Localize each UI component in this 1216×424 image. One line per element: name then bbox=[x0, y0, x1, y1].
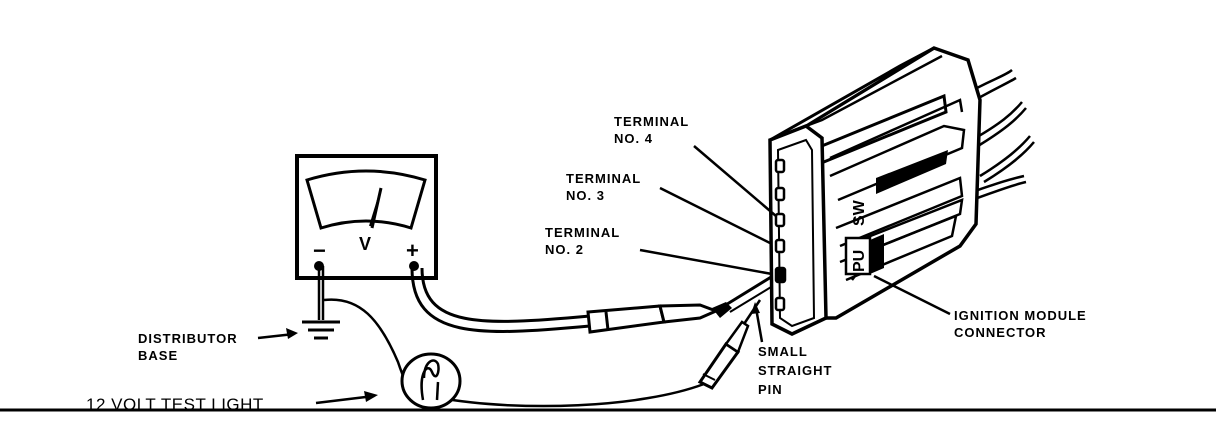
svg-text:SMALL: SMALL bbox=[758, 344, 808, 359]
meter-minus-sign: − bbox=[313, 238, 326, 263]
label-terminal-4: TERMINAL NO. 4 bbox=[614, 114, 777, 217]
svg-text:BASE: BASE bbox=[138, 348, 178, 363]
label-small-straight-pin: SMALL STRAIGHT PIN bbox=[751, 302, 832, 397]
leader-terminal-4 bbox=[693, 145, 777, 217]
label-ignition-module-connector: IGNITION MODULE CONNECTOR bbox=[873, 274, 1087, 340]
ground-lead bbox=[302, 266, 340, 340]
svg-text:NO. 3: NO. 3 bbox=[566, 188, 605, 203]
straight-pin bbox=[723, 272, 777, 308]
leader-small-straight-pin bbox=[754, 307, 764, 343]
svg-text:NO. 4: NO. 4 bbox=[614, 131, 653, 146]
meter-probe bbox=[586, 302, 732, 334]
svg-text:IGNITION MODULE: IGNITION MODULE bbox=[954, 308, 1087, 323]
svg-text:TERMINAL: TERMINAL bbox=[566, 171, 641, 186]
test-light-lamp bbox=[400, 352, 462, 410]
svg-text:TERMINAL: TERMINAL bbox=[614, 114, 689, 129]
svg-text:12 VOLT TEST LIGHT: 12 VOLT TEST LIGHT bbox=[86, 395, 264, 414]
label-terminal-2: TERMINAL NO. 2 bbox=[545, 225, 773, 276]
svg-text:NO. 2: NO. 2 bbox=[545, 242, 584, 257]
meter-unit-label: V bbox=[359, 234, 371, 254]
leader-terminal-2 bbox=[639, 248, 773, 276]
meter-positive-terminal bbox=[409, 261, 419, 271]
svg-text:TERMINAL: TERMINAL bbox=[545, 225, 620, 240]
positive-lead bbox=[410, 267, 591, 333]
svg-text:STRAIGHT: STRAIGHT bbox=[758, 363, 832, 378]
leader-terminal-3 bbox=[659, 186, 773, 246]
svg-text:DISTRIBUTOR: DISTRIBUTOR bbox=[138, 331, 238, 346]
svg-text:CONNECTOR: CONNECTOR bbox=[954, 325, 1047, 340]
svg-text:PIN: PIN bbox=[758, 382, 783, 397]
leader-test-light bbox=[315, 394, 375, 405]
voltmeter-dial bbox=[305, 169, 427, 230]
test-light-probe bbox=[697, 299, 762, 390]
connector-terminal-slots bbox=[774, 158, 787, 312]
connector-sw-marking: SW bbox=[851, 199, 868, 226]
meter-plus-sign: + bbox=[406, 238, 419, 263]
connector-dark-slot bbox=[876, 150, 948, 194]
label-distributor-base: DISTRIBUTOR BASE bbox=[138, 328, 298, 363]
ignition-module-connector: SW PU bbox=[768, 46, 1035, 336]
voltmeter: − V + bbox=[295, 154, 438, 280]
label-terminal-3: TERMINAL NO. 3 bbox=[566, 171, 773, 246]
connector-pu-marking: PU bbox=[851, 250, 868, 272]
label-test-light: 12 VOLT TEST LIGHT bbox=[86, 391, 378, 414]
leader-ignition-module-connector bbox=[873, 274, 951, 316]
